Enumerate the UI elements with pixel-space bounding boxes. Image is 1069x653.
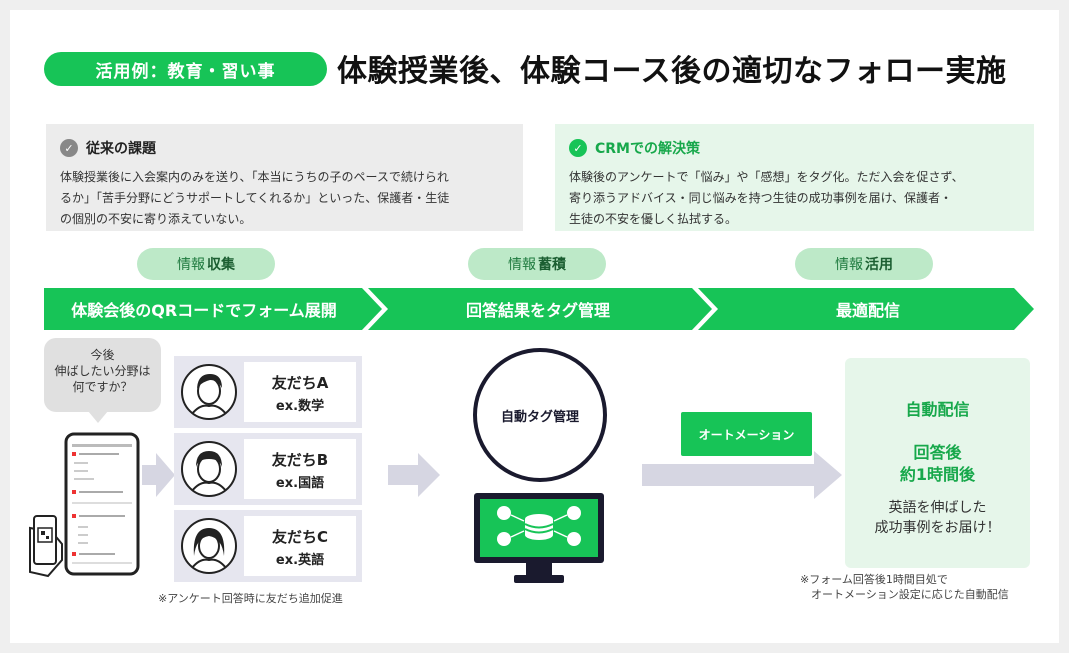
delivery-note: ※フォーム回答後1時間目処で オートメーション設定に応じた自動配信 <box>800 573 1009 601</box>
question-bubble: 今後 伸ばしたい分野は 何ですか？ <box>44 338 161 412</box>
arrow-right-icon <box>642 451 842 499</box>
friend-row-b: 友だちB ex.国語 <box>174 433 362 505</box>
delivery-message: 英語を伸ばした 成功事例をお届け！ <box>874 500 1001 536</box>
student-avatar-icon <box>181 441 237 497</box>
friend-card: 友だちA ex.数学 <box>244 362 356 422</box>
process-chevrons <box>44 288 1034 330</box>
page-title: 体験授業後、体験コース後の適切なフォロー実施 <box>337 54 1007 89</box>
auto-delivery-card: 自動配信 回答後 約1時間後 英語を伸ばした 成功事例をお届け！ <box>845 358 1030 568</box>
stage-label-collect: 体験会後のQRコードでフォーム展開 <box>71 301 337 320</box>
automation-box: オートメーション <box>681 412 812 456</box>
stage-label-deliver: 最適配信 <box>835 301 900 320</box>
chevron-collect <box>44 288 382 330</box>
issue-box: ✓ 従来の課題 体験授業後に入会案内のみを送り、「本当にうちの子のペースで続けら… <box>46 124 523 231</box>
friend-card: 友だちB ex.国語 <box>244 439 356 499</box>
student-avatar-icon <box>181 364 237 420</box>
check-icon: ✓ <box>60 139 78 157</box>
delivery-timing: 回答後 約1時間後 <box>899 443 976 484</box>
delivery-title: 自動配信 <box>905 400 970 419</box>
database-monitor-icon <box>474 493 604 583</box>
solution-box: ✓ CRMでの解決策 体験後のアンケートで「悩み」や「感想」をタグ化。ただ入会を… <box>555 124 1034 231</box>
stage-pill-use: 情報活用 <box>795 248 933 280</box>
solution-heading: ✓ CRMでの解決策 <box>569 138 1020 158</box>
stage-pill-store: 情報蓄積 <box>468 248 606 280</box>
issue-text: 体験授業後に入会案内のみを送り、「本当にうちの子のペースで続けられ るか」「苦手… <box>60 170 450 226</box>
arrow-right-icon <box>142 453 175 497</box>
friends-note: ※アンケート回答時に友だち追加促進 <box>158 592 343 605</box>
use-case-tag: 活用例：教育・習い事 <box>44 52 327 86</box>
friend-row-a: 友だちA ex.数学 <box>174 356 362 428</box>
student-avatar-icon <box>181 518 237 574</box>
check-icon: ✓ <box>569 139 587 157</box>
issue-heading: ✓ 従来の課題 <box>60 138 509 158</box>
stage-pill-collect: 情報収集 <box>137 248 275 280</box>
friend-row-c: 友だちC ex.英語 <box>174 510 362 582</box>
smartphone-form-icon <box>29 432 140 578</box>
solution-text: 体験後のアンケートで「悩み」や「感想」をタグ化。ただ入会を促さず、 寄り添うアド… <box>569 170 964 226</box>
chevron-deliver <box>698 288 1034 330</box>
friend-card: 友だちC ex.英語 <box>244 516 356 576</box>
auto-tag-circle: 自動タグ管理 <box>473 348 607 482</box>
chevron-store <box>368 288 712 330</box>
stage-label-store: 回答結果をタグ管理 <box>465 301 610 320</box>
bubble-tail <box>88 411 108 423</box>
arrow-right-icon <box>388 453 440 497</box>
